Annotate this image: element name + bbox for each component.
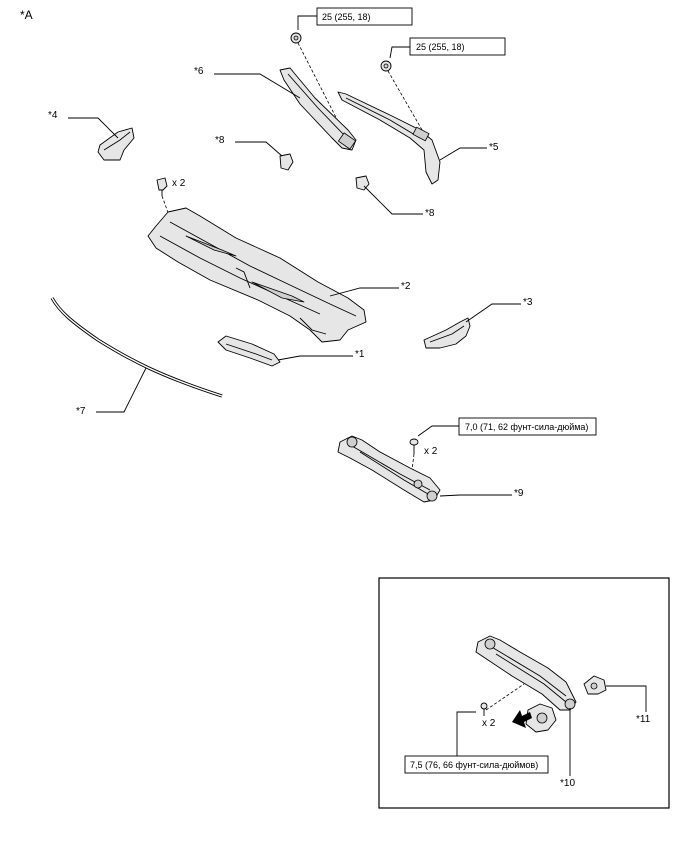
leader-line [417, 425, 459, 437]
wiper-arm-head-cap-left [279, 153, 294, 171]
figure-label: *A [20, 8, 33, 22]
front-direction-arrow-icon [512, 710, 532, 728]
callout-7: *7 [76, 406, 86, 417]
leader-line [329, 287, 399, 297]
torque-value: 25 (255, 18) [416, 42, 465, 52]
leader-line [363, 185, 423, 215]
callout-10: *10 [560, 778, 575, 789]
callout-8b: *8 [425, 208, 435, 219]
torque-box [458, 417, 597, 436]
detail-motor-bolt [480, 702, 488, 716]
install-line [411, 453, 415, 471]
torque-box [404, 755, 549, 774]
leader-line [439, 494, 512, 497]
torque-box [316, 7, 413, 26]
callout-9: *9 [514, 488, 524, 499]
leader-line [235, 141, 283, 157]
motor-bolt-quantity: x 2 [482, 718, 496, 729]
torque-value: 7,0 (71, 62 фунт-сила-дюйма) [465, 422, 588, 432]
leader-line [96, 367, 147, 413]
install-line [485, 683, 525, 711]
leader-line [389, 46, 410, 59]
torque-box [409, 37, 506, 56]
torque-value: 7,5 (76, 66 фунт-сила-дюймов) [410, 760, 538, 770]
leader-line [214, 73, 301, 99]
callout-3: *3 [523, 297, 533, 308]
leader-line [439, 147, 487, 161]
cowl-top-ventilator-louver [147, 207, 367, 343]
link-bolt [409, 438, 419, 454]
callout-6: *6 [194, 66, 204, 77]
leader-line [68, 117, 119, 139]
wiper-arm-left [279, 67, 357, 151]
wiper-motor-cover [583, 675, 607, 695]
wiper-arm-head-cap-right [355, 175, 370, 191]
front-wiper-link-assembly [337, 435, 441, 503]
callout-5: *5 [489, 142, 499, 153]
torque-callout-nut-left: 25 (255, 18) [297, 7, 413, 30]
link-bolt-quantity: x 2 [424, 446, 438, 457]
leader-line [297, 15, 317, 30]
callout-1: *1 [355, 349, 365, 360]
cowl-clip [156, 177, 168, 196]
torque-value: 25 (255, 18) [322, 12, 371, 22]
detail-wiper-link [475, 635, 577, 711]
front-wiper-motor [525, 703, 557, 733]
wiper-arm-nut-right [380, 60, 392, 72]
leader-line [606, 685, 647, 712]
cowl-bracket [217, 335, 281, 367]
torque-callout-link: 7,0 (71, 62 фунт-сила-дюйма) [417, 417, 597, 437]
wiper-arm-nut-left [290, 32, 302, 44]
cowl-seal [50, 297, 223, 398]
leader-line [456, 711, 476, 756]
callout-11: *11 [636, 714, 651, 725]
detail-inset-frame [378, 577, 670, 809]
torque-callout-motor: 7,5 (76, 66 фунт-сила-дюймов) [404, 711, 549, 774]
callout-2: *2 [401, 281, 411, 292]
leader-line [465, 303, 521, 323]
cowl-side-cover-right [423, 317, 471, 349]
torque-callout-nut-right: 25 (255, 18) [389, 37, 506, 59]
wiper-arm-right [337, 91, 441, 185]
leader-line [277, 355, 353, 361]
cowl-side-cover-left [97, 127, 135, 161]
callout-4: *4 [48, 110, 58, 121]
install-line [387, 70, 426, 136]
callout-8a: *8 [215, 135, 225, 146]
install-line [161, 195, 171, 219]
clip-quantity: x 2 [172, 178, 186, 189]
